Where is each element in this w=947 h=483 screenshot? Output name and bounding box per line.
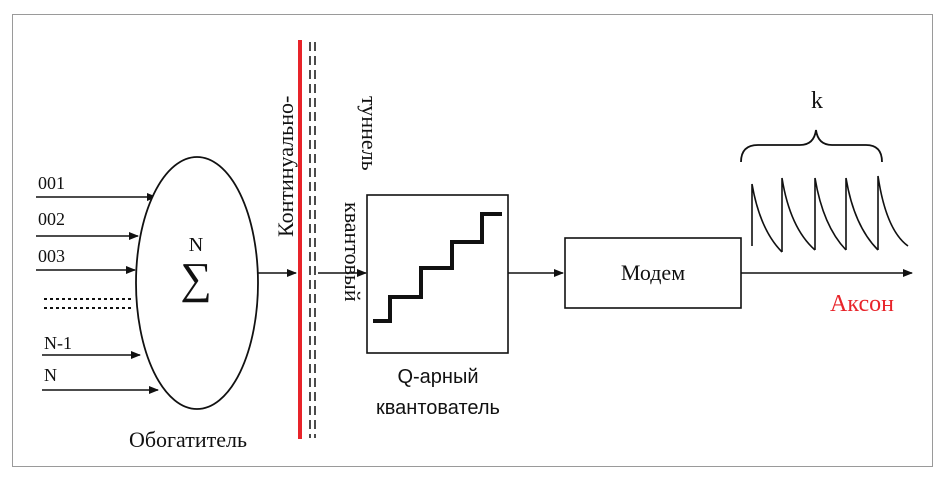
sigma-icon: ∑	[180, 254, 211, 303]
input-label-002: 002	[38, 209, 65, 229]
input-label-n: N	[44, 365, 57, 385]
brace-icon	[740, 129, 883, 163]
spike-1	[751, 183, 783, 253]
tunnel-label-line-3: туннель	[357, 96, 382, 171]
quantizer-box	[366, 194, 509, 354]
modem-label: Модем	[621, 260, 685, 285]
spike-5	[877, 175, 909, 250]
tunnel-label-line-2: квантовый	[340, 202, 365, 302]
modem-box	[564, 237, 742, 309]
staircase-icon	[373, 212, 502, 323]
input-label-n-1: N-1	[44, 333, 72, 353]
quantizer-label-line-1: Q-арный	[397, 366, 478, 388]
k-label: k	[811, 88, 823, 114]
summator-ellipse	[135, 156, 259, 410]
sum-upper-limit: N	[189, 234, 203, 256]
enricher-label: Обогатитель	[129, 427, 247, 452]
input-label-003: 003	[38, 246, 65, 266]
axon-label: Аксон	[830, 291, 894, 317]
spike-4	[845, 177, 879, 251]
quantizer-label-line-2: квантователь	[376, 397, 500, 419]
spike-3	[814, 177, 847, 251]
tunnel-label-line-1: Континуально-	[273, 96, 298, 237]
spike-2	[781, 177, 816, 252]
input-label-001: 001	[38, 173, 65, 193]
